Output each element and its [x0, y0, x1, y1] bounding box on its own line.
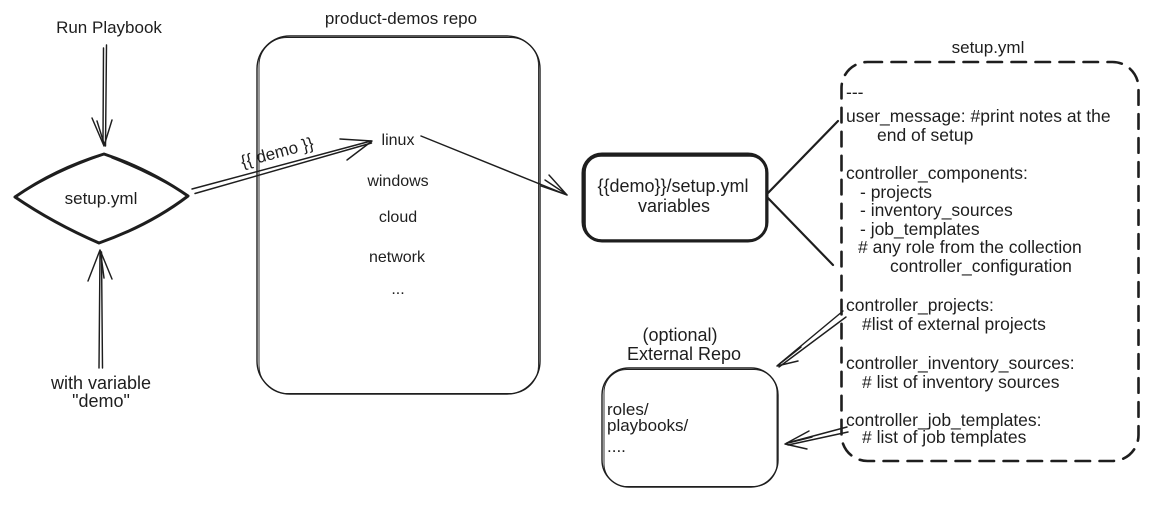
svg-text:---: ---	[846, 82, 864, 102]
svg-text:end of setup: end of setup	[877, 125, 973, 145]
svg-text:setup.yml: setup.yml	[952, 38, 1025, 57]
svg-text:windows: windows	[366, 173, 428, 190]
svg-text:#list of external projects: #list of external projects	[862, 314, 1046, 334]
svg-text:controller_inventory_sources:: controller_inventory_sources:	[846, 353, 1075, 374]
svg-text:setup.yml: setup.yml	[65, 189, 138, 208]
svg-text:roles/: roles/	[607, 400, 649, 419]
svg-text:cloud: cloud	[379, 209, 417, 226]
svg-text:- projects: - projects	[860, 182, 932, 202]
svg-text:variables: variables	[638, 196, 710, 216]
svg-text:linux: linux	[382, 132, 415, 149]
svg-text:controller_projects:: controller_projects:	[846, 295, 994, 316]
svg-text:...: ...	[391, 281, 404, 298]
svg-text:External Repo: External Repo	[627, 344, 741, 364]
svg-text:controller_components:: controller_components:	[846, 163, 1028, 184]
svg-text:# list of job templates: # list of job templates	[862, 427, 1027, 447]
svg-text:controller_job_templates:: controller_job_templates:	[846, 410, 1042, 431]
svg-text:product-demos repo: product-demos repo	[325, 9, 477, 28]
svg-text:Run Playbook: Run Playbook	[56, 18, 162, 37]
svg-text:playbooks/: playbooks/	[607, 416, 689, 435]
svg-text:- job_templates: - job_templates	[860, 219, 980, 240]
svg-text:(optional): (optional)	[642, 325, 717, 345]
svg-text:- inventory_sources: - inventory_sources	[860, 200, 1013, 221]
svg-text:"demo": "demo"	[72, 391, 130, 411]
svg-text:user_message: #print notes at: user_message: #print notes at the	[846, 106, 1111, 127]
svg-text:# any role from the collection: # any role from the collection	[858, 237, 1082, 257]
svg-text:network: network	[369, 249, 426, 266]
svg-text:....: ....	[607, 437, 626, 456]
svg-text:{{demo}}/setup.yml: {{demo}}/setup.yml	[597, 176, 748, 196]
svg-text:with variable: with variable	[50, 373, 151, 393]
svg-text:# list of inventory sources: # list of inventory sources	[862, 372, 1060, 392]
svg-text:controller_configuration: controller_configuration	[890, 256, 1072, 277]
